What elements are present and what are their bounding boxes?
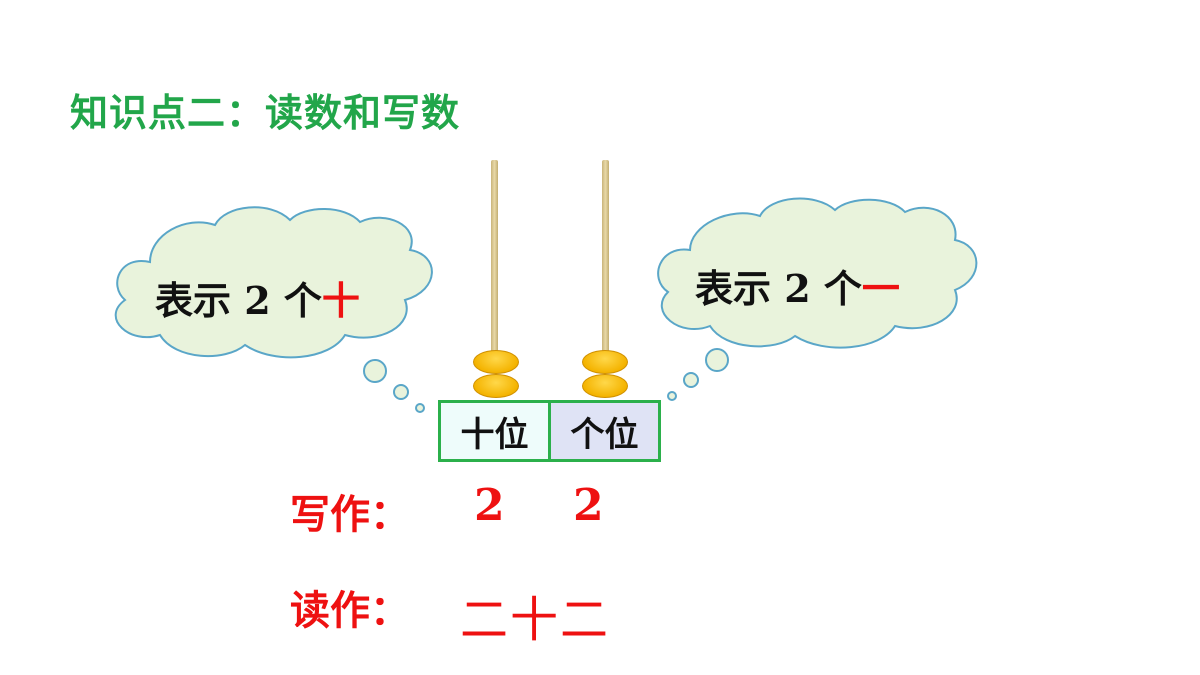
left-thought-cloud bbox=[114, 206, 433, 413]
tens-place-box: 十位 bbox=[438, 400, 551, 462]
tens-digit: 2 bbox=[474, 480, 505, 531]
ones-place-box: 个位 bbox=[548, 400, 661, 462]
left-cloud-text: 表示 2 个十 bbox=[155, 270, 360, 325]
number-reading: 二十二 bbox=[460, 592, 611, 648]
right-cloud-unit: 一 bbox=[861, 266, 900, 311]
tens-bead-1 bbox=[473, 350, 519, 374]
ones-place-label: 个位 bbox=[570, 414, 639, 455]
ones-digit: 2 bbox=[573, 480, 604, 531]
right-cloud-phrase: 表示 2 个 bbox=[695, 266, 862, 311]
ones-rod bbox=[602, 160, 609, 360]
right-thought-cloud bbox=[657, 197, 978, 401]
left-cloud-phrase: 表示 2 个 bbox=[155, 278, 322, 323]
left-cloud-unit: 十 bbox=[321, 278, 360, 323]
write-label: 写作： bbox=[290, 492, 410, 538]
tens-rod bbox=[491, 160, 498, 360]
ones-bead-2 bbox=[582, 374, 628, 398]
tens-place-label: 十位 bbox=[460, 414, 529, 455]
read-label: 读作： bbox=[290, 588, 410, 634]
right-cloud-text: 表示 2 个一 bbox=[695, 258, 900, 313]
page-title: 知识点二：读数和写数 bbox=[70, 91, 461, 135]
ones-bead-1 bbox=[582, 350, 628, 374]
tens-bead-2 bbox=[473, 374, 519, 398]
